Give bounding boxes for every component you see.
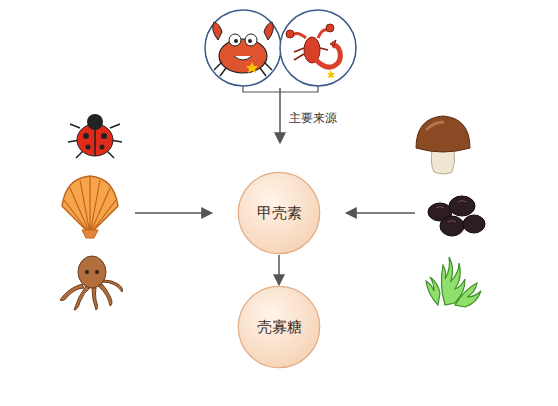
scorpion-icon [286,24,340,78]
source-circle [205,10,281,86]
source-arrow [279,88,281,143]
mushroom-icon [416,116,470,174]
seaweed-icon [426,257,481,307]
process-circle: 壳寡糖 [237,285,321,369]
input-arrow [135,212,212,214]
crab-icon [213,22,274,76]
octopus-icon [60,256,123,310]
input-arrow [346,212,415,214]
node-text: 甲壳素 [257,204,302,223]
source-bracket [243,86,318,92]
ladybug-icon [68,114,122,158]
arrow-label: 主要来源 [287,110,339,127]
shell-icon [62,176,118,238]
node-text: 壳寡糖 [257,318,302,337]
source-circle [280,10,356,86]
dried-fruit-icon [428,196,485,236]
process-circle: 甲壳素 [237,171,321,255]
flow-arrow [278,255,280,285]
